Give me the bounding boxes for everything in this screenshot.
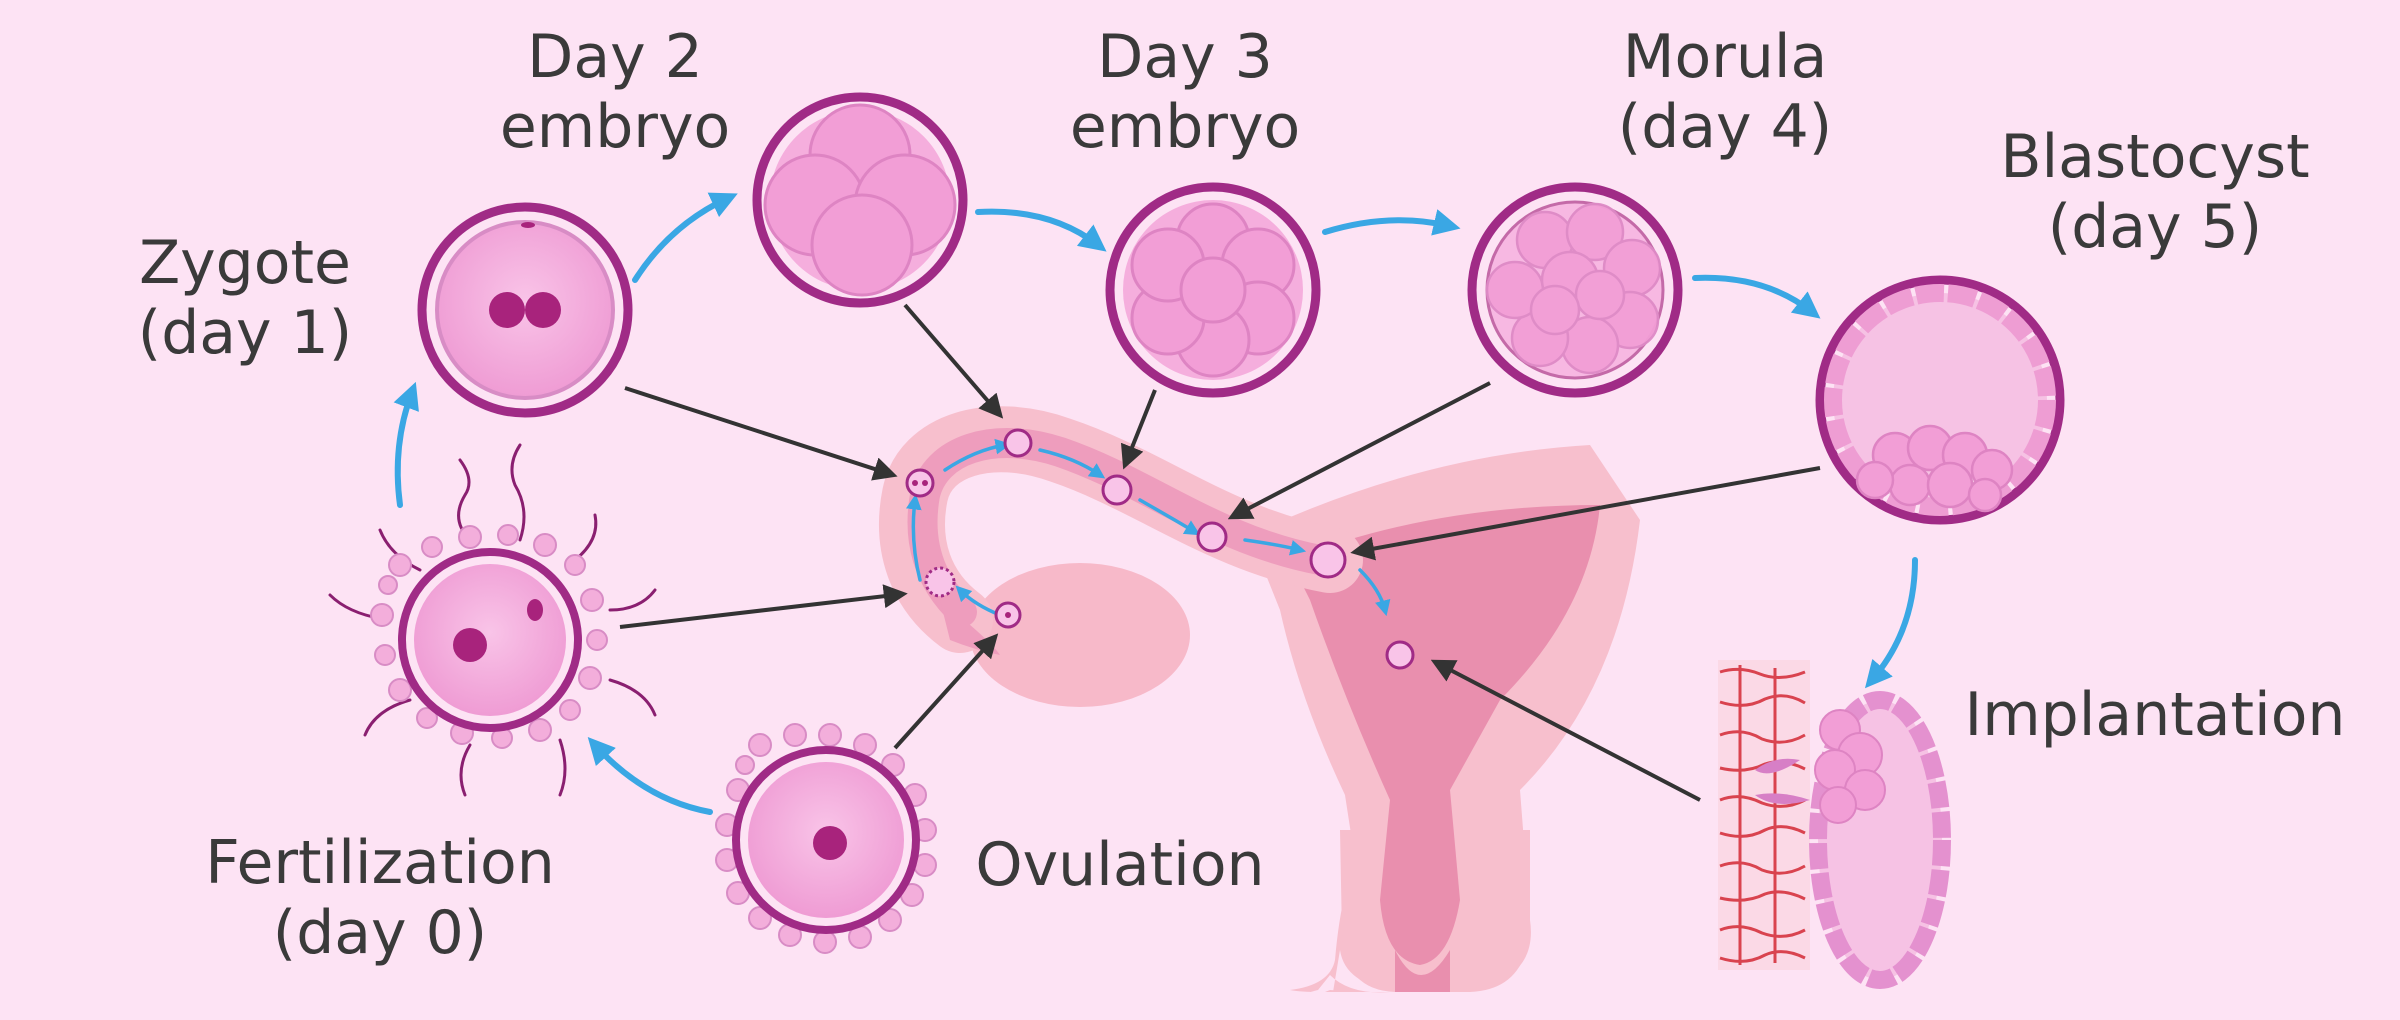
label-fertilization-line2: (day 0) <box>272 898 488 968</box>
day3-embryo-cell <box>1105 182 1321 398</box>
label-day2-embryo: Day 2 embryo <box>470 22 760 162</box>
label-implantation: Implantation <box>1935 680 2375 750</box>
pointer-blastocyst <box>1350 466 1821 561</box>
arrow-day3-to-morula <box>1322 209 1461 236</box>
uterine-cavity <box>1290 505 1600 965</box>
ovary <box>970 563 1190 707</box>
pointer-implantation <box>1430 659 1701 802</box>
label-day3-line1: Day 3 <box>1097 22 1273 92</box>
label-zygote-line1: Zygote <box>139 228 351 298</box>
label-zygote: Zygote (day 1) <box>110 228 380 368</box>
label-blastocyst-line2: (day 5) <box>2047 192 2263 262</box>
label-ovulation-line1: Ovulation <box>975 830 1265 900</box>
ovulation-cell <box>715 723 937 954</box>
label-blastocyst-line1: Blastocyst <box>2000 122 2310 192</box>
arrow-morula-to-blastocyst <box>1692 274 1821 319</box>
label-implantation-line1: Implantation <box>1964 680 2346 750</box>
label-blastocyst: Blastocyst (day 5) <box>1970 122 2340 262</box>
blastocyst-cell <box>1815 275 2065 525</box>
pointer-fertilization <box>619 584 908 629</box>
label-morula-line2: (day 4) <box>1617 92 1833 162</box>
label-fertilization: Fertilization (day 0) <box>165 828 595 968</box>
tube-cells <box>905 428 1415 670</box>
zygote-cell <box>417 202 633 418</box>
label-day3-embryo: Day 3 embryo <box>1040 22 1330 162</box>
arrow-day2-to-day3 <box>975 208 1107 252</box>
day2-embryo-cell <box>752 92 968 308</box>
label-fertilization-line1: Fertilization <box>205 828 555 898</box>
label-ovulation: Ovulation <box>950 830 1290 900</box>
implantation-illustration <box>1718 660 1951 989</box>
pointer-arrows <box>619 303 1821 802</box>
progression-arrows <box>393 192 1918 815</box>
pointer-zygote <box>624 386 898 481</box>
pointer-day2 <box>903 303 1004 419</box>
arrow-zygote-to-day2 <box>632 192 738 283</box>
label-day2-line1: Day 2 <box>527 22 703 92</box>
arrow-fertilization-to-zygote <box>393 381 419 508</box>
arrow-blastocyst-to-implantation <box>1864 557 1918 689</box>
label-day3-line2: embryo <box>1069 92 1301 162</box>
morula-cell <box>1467 182 1683 398</box>
pointer-day3 <box>1120 389 1157 470</box>
fertilization-cell <box>328 443 657 797</box>
label-morula: Morula (day 4) <box>1575 22 1875 162</box>
label-zygote-line2: (day 1) <box>137 298 353 368</box>
label-day2-line2: embryo <box>499 92 731 162</box>
pointer-morula <box>1227 381 1491 520</box>
pointer-ovulation <box>893 633 999 750</box>
label-morula-line1: Morula <box>1622 22 1828 92</box>
arrow-ovulation-to-fertilization <box>587 737 713 815</box>
